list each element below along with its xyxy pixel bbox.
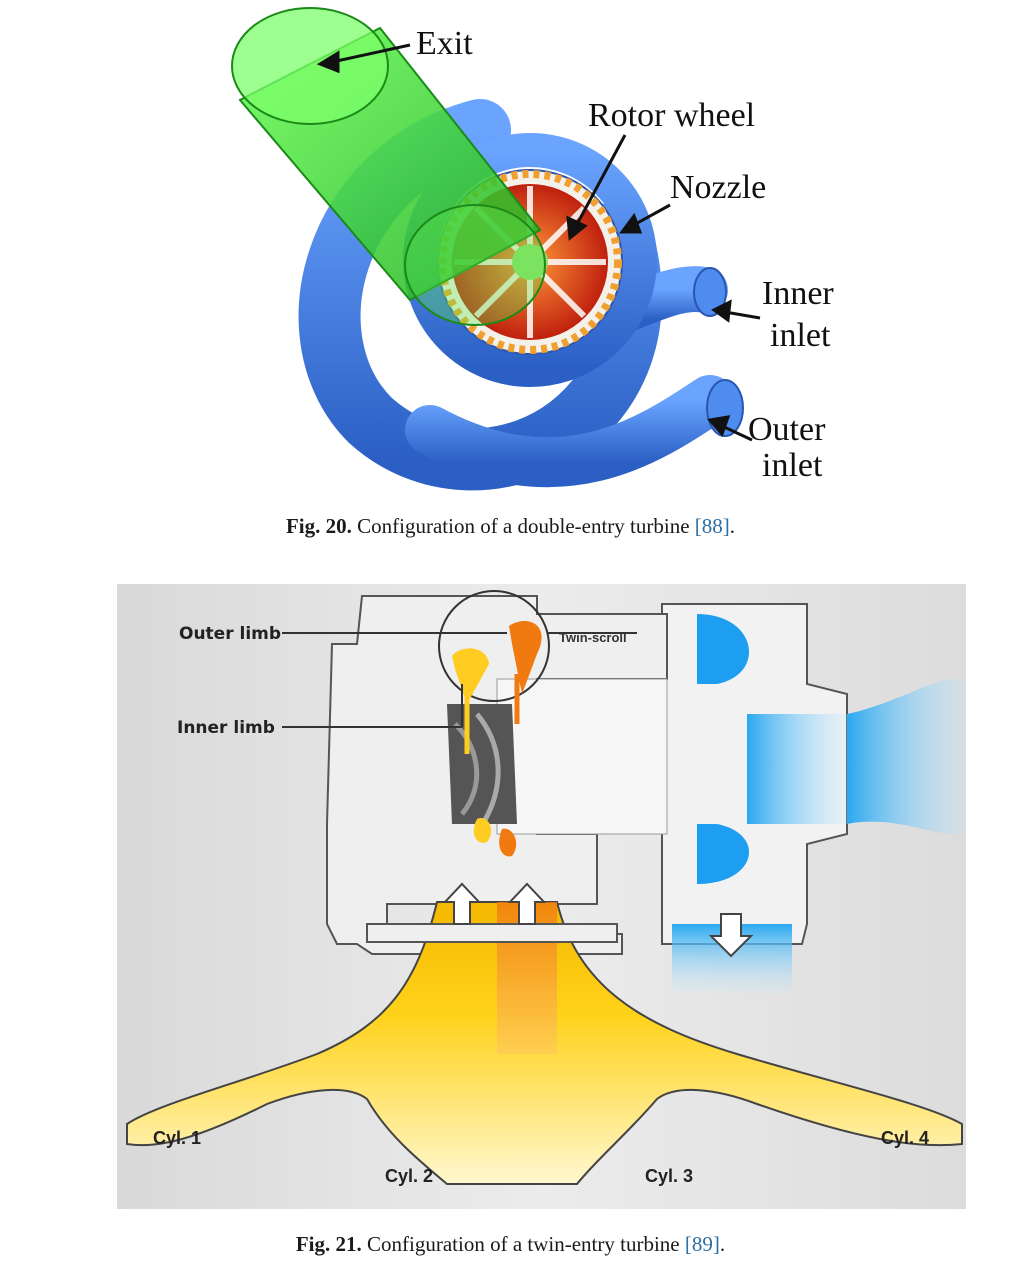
fig21-caption-text: Configuration of a twin-entry turbine [367, 1232, 680, 1256]
fig21-twin-entry-turbine-illustration: Outer limb Inner limb Twin-scroll Cyl. 1… [117, 584, 966, 1209]
label-inner-1: Inner [762, 275, 834, 312]
label-exit: Exit [416, 25, 473, 62]
fig21-leader-lines [282, 632, 637, 728]
label-cyl-4: Cyl. 4 [881, 1128, 929, 1148]
label-nozzle: Nozzle [670, 169, 766, 206]
fig21-caption: Fig. 21. Configuration of a twin-entry t… [0, 1232, 1021, 1257]
fig20-caption: Fig. 20. Configuration of a double-entry… [0, 514, 1021, 539]
label-inner-limb: Inner limb [177, 718, 275, 738]
label-inner-2: inlet [770, 317, 831, 354]
label-outer-2: inlet [762, 447, 823, 484]
label-cyl-1: Cyl. 1 [153, 1128, 201, 1148]
label-outer-limb: Outer limb [179, 624, 281, 644]
exit-pipe [231, 7, 546, 326]
fig20-double-entry-turbine-illustration: Exit Rotor wheel Nozzle Inner inlet Oute… [231, 7, 834, 491]
fig20-leader-arrows [316, 43, 761, 442]
fig20-caption-label: Fig. 20. [285, 514, 352, 538]
fig21-caption-end: . [719, 1232, 726, 1256]
label-rotor-wheel: Rotor wheel [588, 97, 755, 134]
fig21-caption-label: Fig. 21. [295, 1232, 362, 1256]
label-cyl-2: Cyl. 2 [385, 1166, 433, 1186]
label-outer-1: Outer [748, 411, 826, 448]
label-cyl-3: Cyl. 3 [645, 1166, 693, 1186]
label-twin-scroll: Twin-scroll [559, 630, 627, 645]
fig20-caption-ref[interactable]: [88] [694, 514, 730, 538]
exhaust-manifold [126, 882, 963, 1185]
compressor-housing [661, 603, 966, 994]
fig21-caption-ref[interactable]: [89] [684, 1232, 720, 1256]
fig20-caption-text: Configuration of a double-entry turbine [357, 514, 690, 538]
fig20-caption-end: . [729, 514, 736, 538]
